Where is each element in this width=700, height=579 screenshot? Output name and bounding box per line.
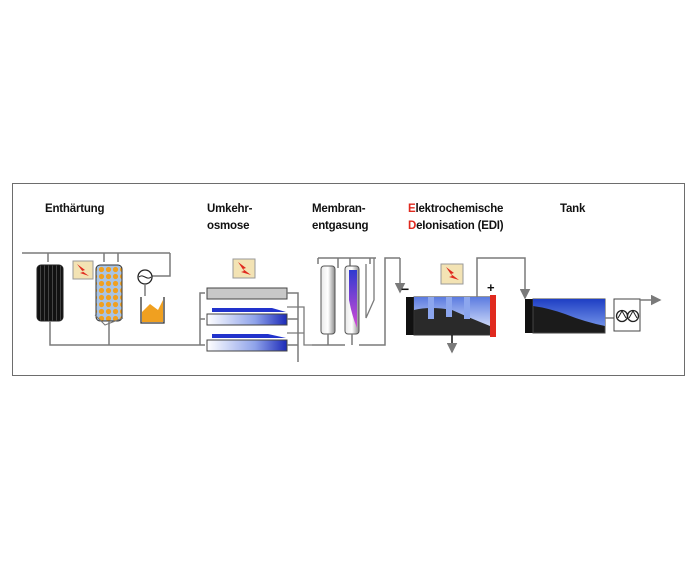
tank-pump-icon	[613, 298, 641, 332]
regeneration-line	[150, 253, 171, 277]
ro-permeate-manifold	[287, 306, 312, 346]
ro-module-2	[206, 313, 288, 326]
tank-water	[533, 299, 605, 326]
edi-membrane-1	[428, 297, 434, 319]
reverse-osmosis-stage	[199, 258, 312, 362]
softener-vessel-resin	[95, 264, 123, 322]
edi-plus-sign: +	[487, 280, 495, 295]
ro-module-3	[206, 339, 288, 352]
label-reverse-osmosis-2: osmose	[207, 220, 250, 232]
edi-membrane-3	[464, 297, 470, 319]
edi-product-line	[476, 257, 531, 300]
degas-gas-gradient	[349, 270, 357, 328]
membrane-degassing-stage	[312, 257, 406, 346]
degas-module-1	[320, 265, 336, 335]
ro-feed-manifold	[199, 292, 205, 345]
softener-pump-icon	[137, 269, 153, 285]
brine-fill	[142, 300, 163, 322]
ro-lightning-icon	[232, 258, 256, 279]
brine-tank	[140, 297, 165, 324]
vessel-base	[94, 314, 124, 326]
edi-anode	[490, 295, 496, 337]
degas-bottom-drops	[327, 334, 353, 345]
ro-permeate-1	[212, 308, 286, 312]
edi-minus-sign: −	[401, 281, 409, 297]
edi-stage: − +	[401, 257, 531, 354]
degas-outlet-line	[359, 257, 400, 346]
degas-top-drops	[317, 258, 371, 268]
ro-concentrate-manifold	[287, 292, 299, 362]
label-edi-2-rest: eIonisation (EDI)	[416, 220, 504, 232]
softening-stage	[22, 252, 200, 346]
softened-water-line	[49, 321, 200, 346]
label-reverse-osmosis-1: Umkehr-	[207, 203, 253, 215]
label-degassing-1: Membran-	[312, 203, 366, 215]
tank-stage	[525, 294, 662, 334]
edi-membrane-2	[446, 297, 452, 317]
edi-cathode	[406, 297, 414, 335]
tank-wall-left	[525, 299, 533, 333]
ro-permeate-2	[212, 334, 286, 338]
ro-feed-branches	[200, 318, 205, 346]
edi-lightning-icon	[440, 263, 464, 285]
softener-vessel-dark	[36, 264, 64, 322]
label-softening: Enthärtung	[45, 203, 105, 215]
label-edi-1: Elektrochemische	[408, 201, 503, 217]
ro-module-1	[206, 287, 288, 300]
softening-lightning-icon	[72, 260, 94, 280]
label-degassing-2: entgasung	[312, 220, 369, 232]
label-edi-1-rest: lektrochemische	[415, 203, 504, 215]
label-edi-1-initial: E	[408, 203, 416, 215]
degas-vacuum-line	[365, 258, 375, 319]
label-tank: Tank	[560, 203, 586, 215]
label-edi-2: DeIonisation (EDI)	[408, 218, 504, 234]
label-edi-2-initial: D	[408, 220, 417, 232]
